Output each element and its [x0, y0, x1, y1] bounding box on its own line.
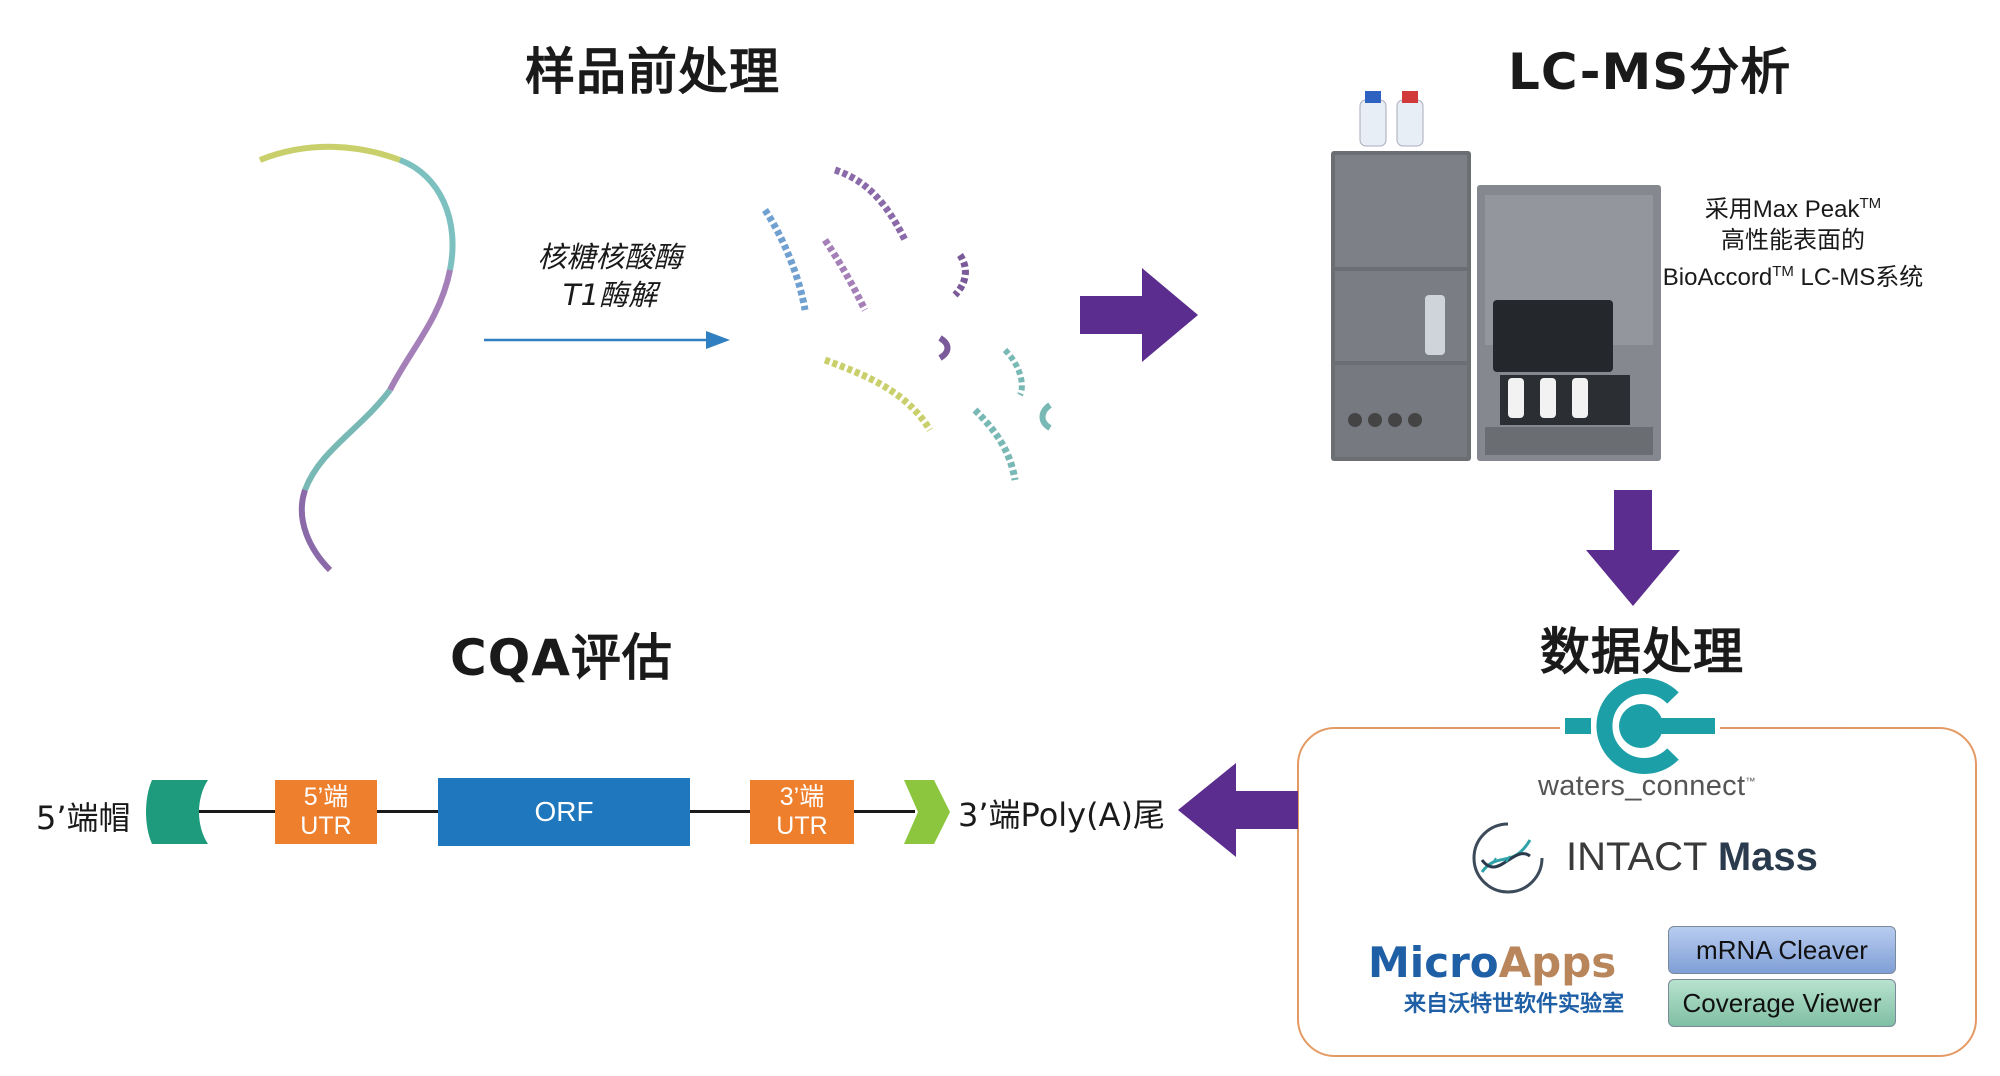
enzyme-label: 核糖核酸酶 T1酶解: [500, 238, 720, 314]
intact-rna-strand-image: [258, 143, 456, 573]
waters-connect-label: waters_connect™: [1538, 770, 1756, 802]
enzyme-label-line2: T1酶解: [562, 278, 658, 312]
lcms-instrument-image: [1331, 91, 1661, 461]
microapps-subtitle: 来自沃特世软件实验室: [1404, 992, 1625, 1017]
cap-shape: [146, 780, 208, 844]
cap-label: 5’端帽: [36, 799, 131, 837]
sample-prep-heading: 样品前处理: [525, 43, 780, 101]
instrument-desc-line2: 高性能表面的: [1721, 227, 1865, 254]
digestion-arrow: [484, 331, 730, 349]
orf-box: ORF: [438, 778, 690, 846]
coverage-viewer-button[interactable]: Coverage Viewer: [1668, 979, 1896, 1027]
intact-mass-logo-icon: [1472, 822, 1544, 894]
waters-connect-logo-icon: [1565, 678, 1715, 774]
enzyme-label-line1: 核糖核酸酶: [537, 240, 683, 274]
orf-label: ORF: [534, 796, 594, 827]
arrow-to-data-processing: [1586, 490, 1680, 606]
mrna-cleaver-button[interactable]: mRNA Cleaver: [1668, 926, 1896, 974]
rna-fragments-image: [762, 166, 1052, 481]
utr5-line1: 5’端: [303, 783, 349, 811]
data-processing-heading: 数据处理: [1540, 623, 1744, 681]
lcms-heading: LC-MS分析: [1508, 43, 1792, 101]
instrument-description: 采用Max PeakTM 高性能表面的 BioAccordTM LC-MS系统: [1628, 188, 1958, 293]
polyA-label: 3’端Poly(A)尾: [958, 796, 1165, 834]
instrument-desc-line1: 采用Max PeakTM: [1704, 195, 1882, 223]
utr5-box: 5’端 UTR: [275, 780, 377, 844]
instrument-desc-line3: BioAccordTM LC-MS系统: [1662, 263, 1924, 291]
utr3-line1: 3’端: [779, 783, 825, 811]
utr3-box: 3’端 UTR: [750, 780, 854, 844]
utr3-line2: UTR: [776, 812, 828, 840]
cqa-heading: CQA评估: [450, 629, 673, 687]
microapps-logo: MicroApps: [1368, 938, 1617, 987]
arrow-to-lcms: [1080, 268, 1198, 362]
arrow-to-cqa: [1178, 763, 1298, 857]
polyA-shape: [904, 780, 950, 844]
utr5-line2: UTR: [300, 812, 352, 840]
intact-mass-label: INTACT Mass: [1566, 835, 1818, 879]
